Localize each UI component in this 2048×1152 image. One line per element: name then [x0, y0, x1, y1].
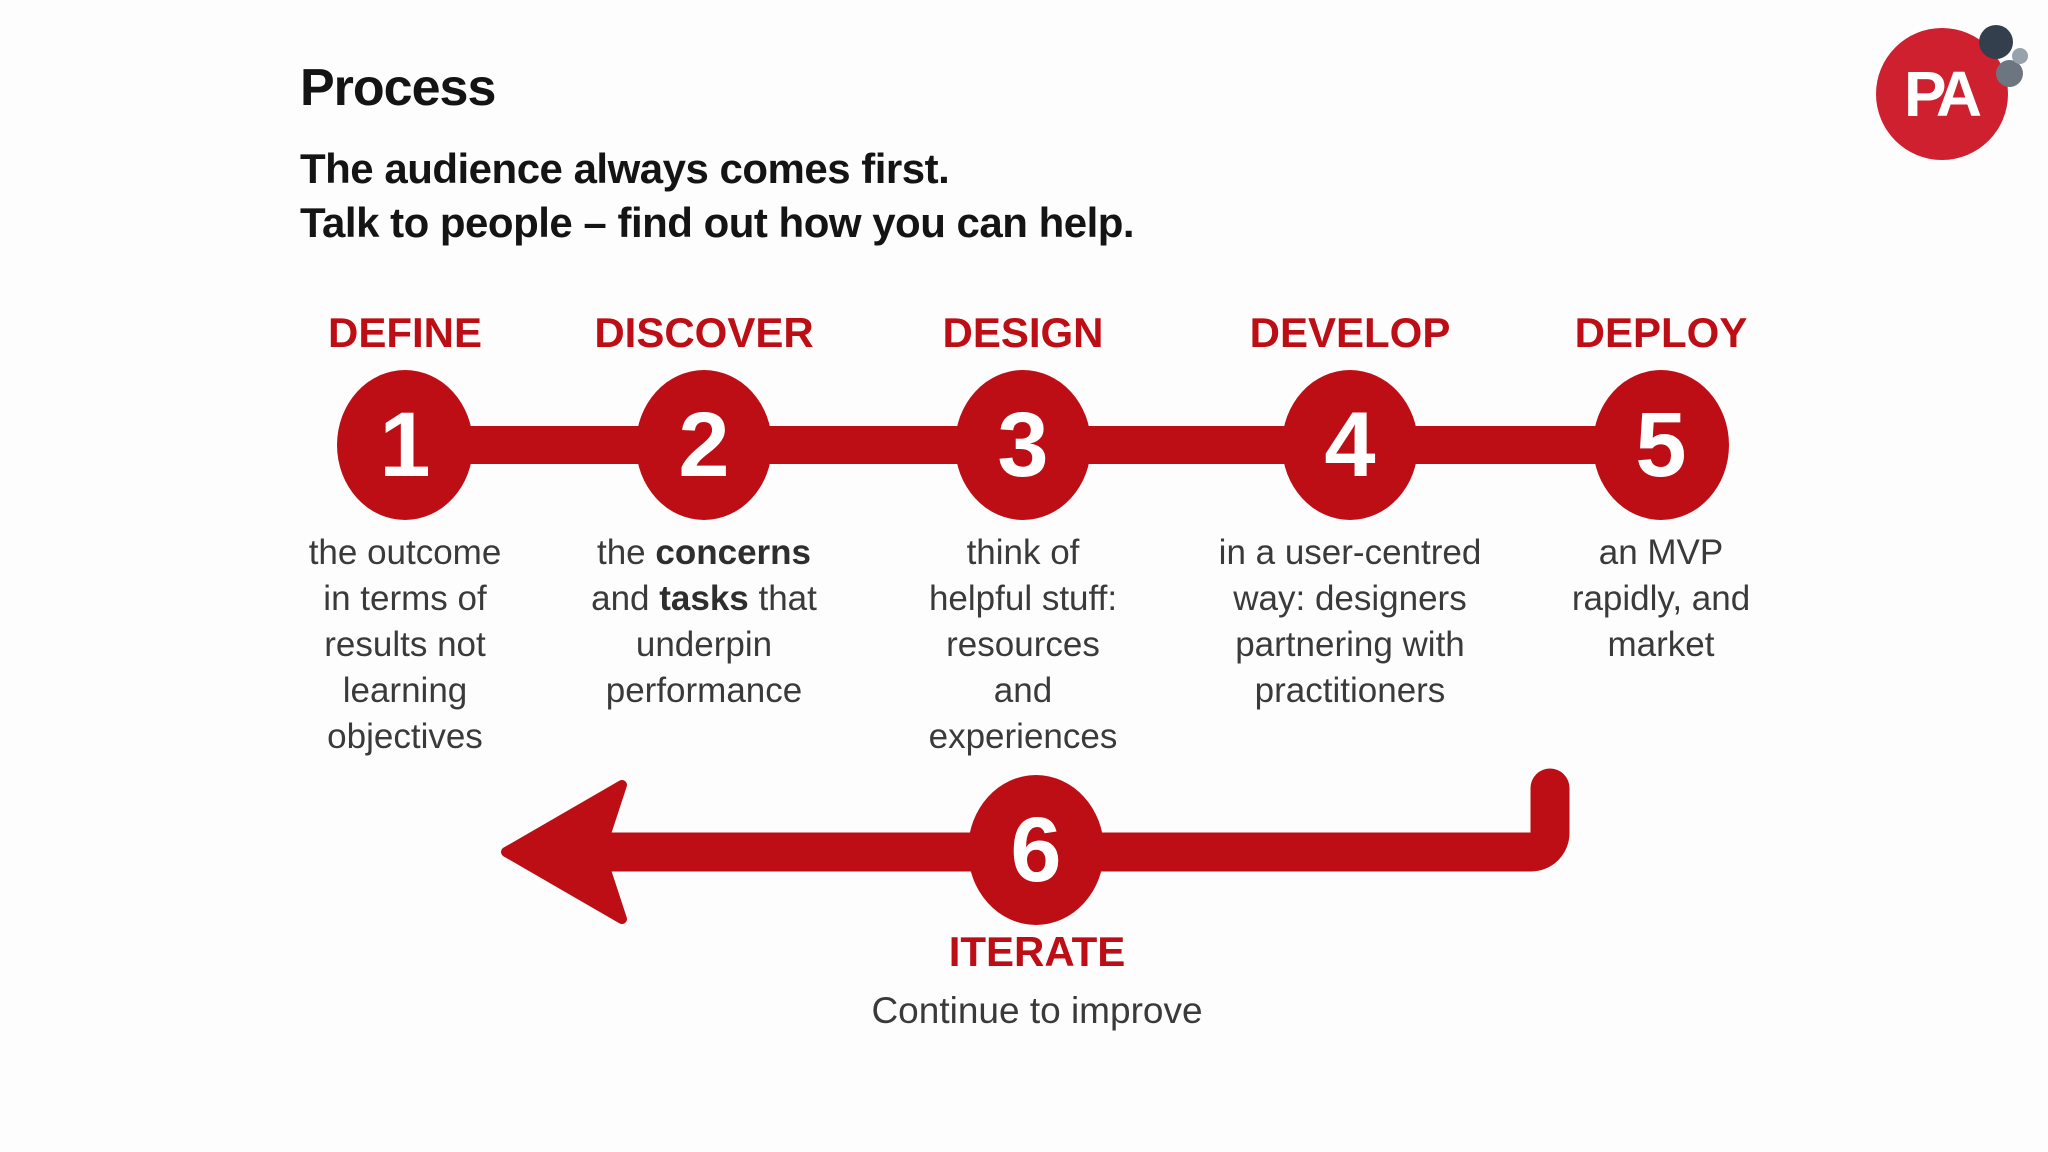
- step-define-circle: 1: [337, 370, 473, 520]
- step-design-number: 3: [997, 394, 1049, 496]
- slide-subtitle: The audience always comes first. Talk to…: [300, 142, 1135, 250]
- subtitle-line-1: The audience always comes first.: [300, 145, 950, 192]
- step-discover-label: DISCOVER: [594, 309, 814, 356]
- step-define-number: 1: [379, 394, 431, 496]
- step-design-description: think of helpful stuff: resources and ex…: [928, 533, 1118, 756]
- logo-navy-dot-icon: [1979, 25, 2013, 59]
- step-develop-description: in a user-centred way: designers partner…: [1218, 533, 1482, 710]
- iterate-arrow-line: [550, 768, 1570, 872]
- logo-red-circle: PA: [1876, 28, 2008, 160]
- step-develop-number: 4: [1324, 394, 1376, 496]
- step-iterate-number: 6: [1010, 799, 1062, 901]
- step-design-label: DESIGN: [942, 309, 1104, 356]
- step-deploy: DEPLOY 5 an MVP rapidly, and market: [1501, 308, 1821, 668]
- step-iterate-circle: 6: [968, 775, 1104, 925]
- step-iterate: ITERATE Continue to improve: [787, 928, 1287, 1032]
- logo-light-dot-icon: [2012, 48, 2028, 64]
- step-iterate-caption: Continue to improve: [871, 990, 1203, 1031]
- step-define-label: DEFINE: [327, 309, 482, 356]
- step-discover-number: 2: [678, 394, 730, 496]
- step-develop-label: DEVELOP: [1249, 309, 1451, 356]
- step-design: DESIGN 3 think of helpful stuff: resourc…: [863, 308, 1183, 760]
- logo-gray-dot-icon: [1996, 60, 2023, 87]
- step-define: DEFINE 1 the outcome in terms of results…: [245, 308, 565, 760]
- step-discover: DISCOVER 2 the concerns and tasks that u…: [544, 308, 864, 714]
- iterate-return-arrow: [501, 768, 1570, 924]
- step-discover-description: the concerns and tasks that underpin per…: [591, 533, 817, 710]
- step-iterate-label: ITERATE: [948, 928, 1126, 975]
- step-deploy-number: 5: [1635, 394, 1687, 496]
- step-discover-circle: 2: [636, 370, 772, 520]
- pa-consulting-logo: PA: [1870, 20, 2048, 170]
- subtitle-line-2: Talk to people – find out how you can he…: [300, 199, 1135, 246]
- step-develop-circle: 4: [1282, 370, 1418, 520]
- step-define-description: the outcome in terms of results not lear…: [308, 533, 502, 756]
- step-develop: DEVELOP 4 in a user-centred way: designe…: [1190, 308, 1510, 714]
- step-design-circle: 3: [955, 370, 1091, 520]
- iterate-arrowhead-icon: [501, 780, 627, 924]
- step-deploy-description: an MVP rapidly, and market: [1571, 533, 1751, 664]
- step-deploy-circle: 5: [1593, 370, 1729, 520]
- step-deploy-label: DEPLOY: [1574, 309, 1748, 356]
- page-title: Process: [300, 59, 496, 117]
- logo-pa-text: PA: [1903, 58, 1982, 130]
